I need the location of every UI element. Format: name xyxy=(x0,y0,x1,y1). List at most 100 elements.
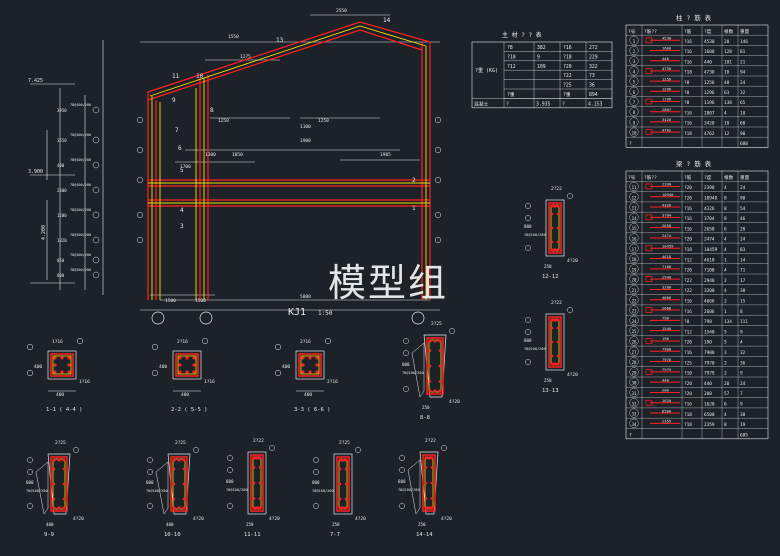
section-marker xyxy=(136,116,144,124)
table-cell: 1540 xyxy=(704,329,715,335)
table-cell: 7900 xyxy=(704,350,715,356)
table-cell: 8 xyxy=(740,309,743,315)
table-cell: 19 xyxy=(632,267,637,272)
table-cell: 4 xyxy=(724,110,727,116)
material-footer-cell: 混凝土 xyxy=(474,100,489,107)
axis-bubble xyxy=(92,136,100,144)
table-cell: 48 xyxy=(724,80,730,86)
section-title: 3-3 ( 6-6 ) xyxy=(294,407,330,413)
frame-dim: 2550 xyxy=(336,8,347,14)
table-cell: 5 xyxy=(724,340,727,346)
section-height-label: 800 xyxy=(26,480,34,485)
section-title: 7-7 xyxy=(330,532,340,538)
rebar-marker: 13 xyxy=(276,37,284,44)
stirrup-label: ?8@100/200 xyxy=(312,489,334,493)
frame-dim: 5080 xyxy=(300,294,311,300)
table-cell: 21 xyxy=(740,59,746,65)
table-cell: 4 xyxy=(724,237,727,243)
frame-dim: 1500 xyxy=(195,298,206,304)
material-table-title: 主 材 ? ? 表 xyxy=(502,31,542,39)
table-cell: 200 xyxy=(662,388,670,393)
table-cell: ?16 xyxy=(684,226,692,232)
table-cell: 12 xyxy=(632,195,637,200)
table-cell: 9 xyxy=(740,371,743,377)
axis-bubble xyxy=(92,211,100,219)
table-title: 柱 ? 筋 表 xyxy=(676,13,712,22)
rebar-marker: 8 xyxy=(210,107,214,114)
table-cell: ?25 xyxy=(684,360,692,366)
level-label: 3.900 xyxy=(28,169,43,175)
table-cell: ?12 xyxy=(684,329,692,335)
table-cell: 1540 xyxy=(662,326,672,331)
table-cell: 2 xyxy=(724,360,727,366)
rebar-marker: 4 xyxy=(180,207,184,214)
table-cell: 4326 xyxy=(662,202,672,207)
elevation-note: ?8@100/200 xyxy=(70,183,91,187)
elevation-dim-label: 3950 xyxy=(57,108,67,113)
table-cell: 14 xyxy=(740,257,746,263)
material-cell: ?16 xyxy=(563,45,572,51)
frame-dim: 1550 xyxy=(228,34,239,40)
table-cell: 33 xyxy=(632,412,637,417)
table-cell: ?10 xyxy=(684,371,692,377)
table-cell: 32 xyxy=(632,401,637,406)
table-header: ?筋?? xyxy=(644,174,657,181)
table-cell: 2 xyxy=(633,49,636,54)
section-title: 11-11 xyxy=(244,532,261,538)
section-height-label: 800 xyxy=(312,480,320,485)
table-header: ?号 xyxy=(628,29,636,35)
axis-bubble xyxy=(92,186,100,194)
table-cell: 4 xyxy=(633,69,636,74)
section-top-label: 2?22 xyxy=(551,186,562,192)
section-width-label: 250 xyxy=(332,522,340,527)
table-cell: 23 xyxy=(632,309,637,314)
table-cell: 10459 xyxy=(662,243,674,248)
table-cell: ?8 xyxy=(684,100,690,106)
frame-dim: 1985 xyxy=(380,152,391,158)
table-cell: 30 xyxy=(632,381,637,386)
section-bot-label: 4?20 xyxy=(567,372,578,378)
table-cell: 24 xyxy=(740,381,746,387)
table-cell: 4 xyxy=(724,268,727,274)
table-cell: 6500 xyxy=(704,412,715,418)
section-top-label: 2?25 xyxy=(339,440,350,446)
table-cell: 18 xyxy=(740,110,746,116)
table-cell: ?16 xyxy=(684,402,692,408)
table-cell: 3 xyxy=(724,350,727,356)
table-cell: 440 xyxy=(704,381,712,387)
table-cell: 2658 xyxy=(662,223,672,228)
table-cell: 1196 xyxy=(704,100,715,106)
frame-dim: 1275 xyxy=(240,54,251,60)
table-cell: 15 xyxy=(740,299,746,305)
table-cell: ?16 xyxy=(684,216,692,222)
section-width-label: 250 xyxy=(246,522,254,527)
section-side-label: 400 xyxy=(159,364,167,370)
table-cell: 20 xyxy=(632,278,637,283)
table-cell: ?18 xyxy=(684,412,692,418)
section-top-label: 2?16 xyxy=(177,339,188,345)
elevation-dim-label: 400 xyxy=(57,163,65,168)
table-cell: 3 xyxy=(633,59,636,64)
table-cell: 7970 xyxy=(704,360,715,366)
section-title: 13-13 xyxy=(542,388,559,394)
table-header: ?筋 xyxy=(684,174,692,181)
stirrup-label: ?8@100/200 xyxy=(226,488,248,492)
table-cell: 1196 xyxy=(662,97,672,102)
table-cell: 1620 xyxy=(662,398,672,403)
table-cell: 1296 xyxy=(662,87,672,92)
table-cell: 8 xyxy=(633,110,636,115)
elevation-dim-label: 800 xyxy=(57,273,65,278)
table-cell: 24 xyxy=(740,237,746,243)
table-cell: 57 xyxy=(724,391,730,397)
frame-dim: 1850 xyxy=(232,152,243,158)
material-footer-cell: 4.153 xyxy=(588,101,603,107)
table-cell: ?22 xyxy=(684,278,692,284)
